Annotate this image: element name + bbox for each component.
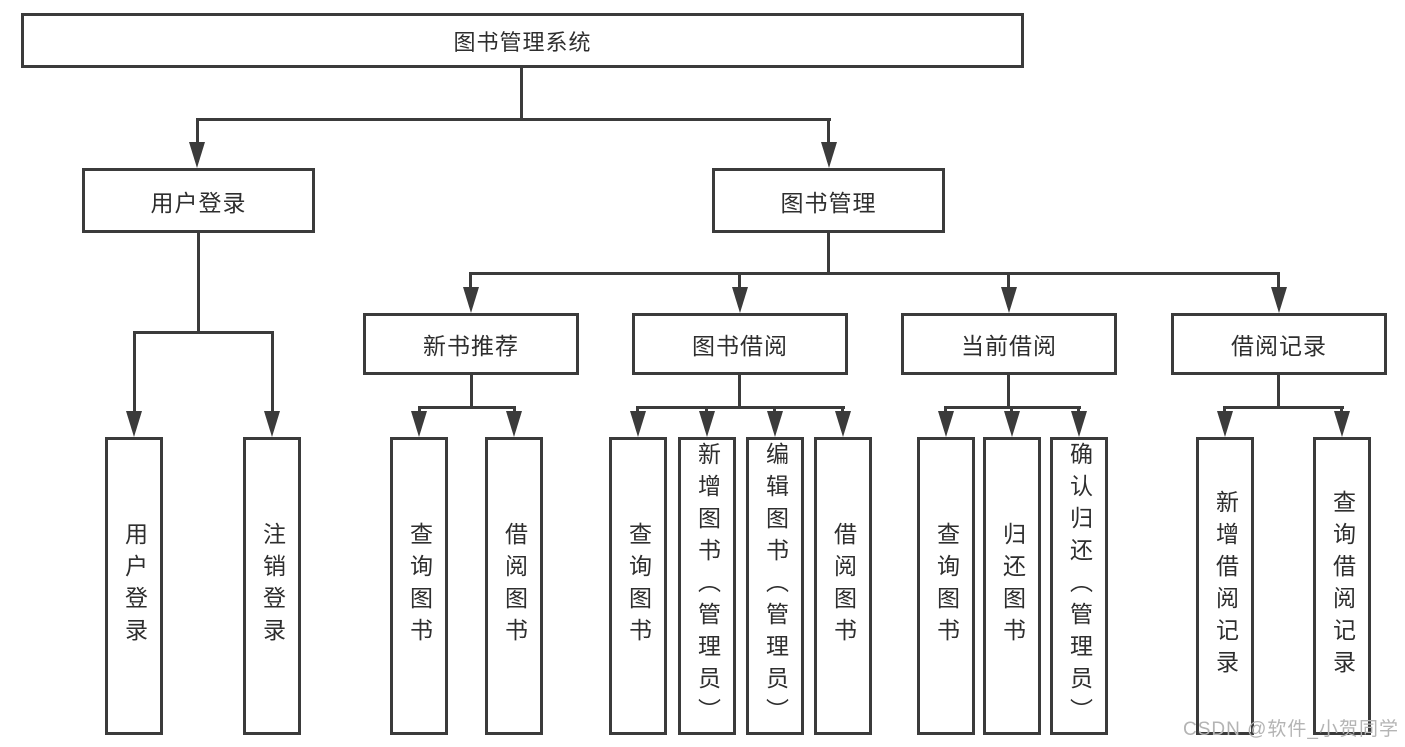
connector-book-management-stem [827,233,830,274]
connector-borrowing-records-stem2 [1277,375,1280,408]
arrowhead-query-borrow-record [1334,411,1350,437]
connector-user-login-split [133,331,274,334]
leaf-query-books-3: 查询图书 [917,437,975,735]
arrowhead-book-borrowing [732,287,748,313]
connector-root-split [196,118,831,121]
connector-stem-leaf-user-login [133,331,136,431]
leaf-confirm-return-admin-label: 确认归还（管理员） [1066,442,1093,730]
connector-new-book-stem [470,375,473,408]
arrowhead-new-book [463,287,479,313]
connector-stem-user-login [196,118,199,162]
arrowhead-add-borrow-record [1217,411,1233,437]
leaf-add-book-admin-label: 新增图书（管理员） [694,442,721,730]
leaf-query-books-2: 查询图书 [609,437,667,735]
leaf-user-login: 用户登录 [105,437,163,735]
arrowhead-user-login [189,142,205,168]
leaf-logout-label: 注销登录 [259,522,286,650]
arrowhead-edit-book [767,411,783,437]
arrowhead-borrowing-records [1271,287,1287,313]
arrowhead-current-borrowing [1001,287,1017,313]
leaf-borrow-books-2-label: 借阅图书 [830,522,857,650]
arrowhead-borrow-books-1 [506,411,522,437]
leaf-edit-book-admin: 编辑图书（管理员） [746,437,804,735]
connector-root-stem [520,68,523,119]
connector-book-management-split [470,272,1280,275]
arrowhead-return-books [1004,411,1020,437]
leaf-query-books-1-label: 查询图书 [406,522,433,650]
node-user-login: 用户登录 [82,168,315,233]
leaf-add-borrow-record-label: 新增借阅记录 [1212,490,1239,682]
node-root: 图书管理系统 [21,13,1024,68]
connector-new-book-split [418,406,516,409]
leaf-return-books: 归还图书 [983,437,1041,735]
arrowhead-borrow-books-2 [835,411,851,437]
arrowhead-leaf-user-login [126,411,142,437]
arrowhead-query-books-3 [938,411,954,437]
arrowhead-leaf-logout [264,411,280,437]
arrowhead-confirm-return [1071,411,1087,437]
leaf-add-borrow-record: 新增借阅记录 [1196,437,1254,735]
leaf-return-books-label: 归还图书 [999,522,1026,650]
node-new-book-recommendation: 新书推荐 [363,313,579,375]
arrowhead-book-management [821,142,837,168]
csdn-watermark: CSDN @软件_小贺同学 [1183,719,1399,740]
connector-book-borrowing-split [637,406,845,409]
leaf-borrow-books-1-label: 借阅图书 [501,522,528,650]
leaf-borrow-books-2: 借阅图书 [814,437,872,735]
leaf-confirm-return-admin: 确认归还（管理员） [1050,437,1108,735]
node-book-management: 图书管理 [712,168,945,233]
connector-borrowing-records-split [1223,406,1344,409]
arrowhead-add-book [699,411,715,437]
node-borrowing-records: 借阅记录 [1171,313,1387,375]
leaf-add-book-admin: 新增图书（管理员） [678,437,736,735]
leaf-query-books-2-label: 查询图书 [625,522,652,650]
arrowhead-query-books-2 [630,411,646,437]
node-current-borrowing: 当前借阅 [901,313,1117,375]
connector-stem-leaf-logout [271,331,274,431]
arrowhead-query-books-1 [411,411,427,437]
connector-book-borrowing-stem2 [738,375,741,408]
leaf-logout: 注销登录 [243,437,301,735]
leaf-query-books-1: 查询图书 [390,437,448,735]
leaf-edit-book-admin-label: 编辑图书（管理员） [762,442,789,730]
leaf-query-borrow-record-label: 查询借阅记录 [1329,490,1356,682]
connector-user-login-stem [197,233,200,333]
connector-current-borrowing-stem2 [1007,375,1010,408]
leaf-query-books-3-label: 查询图书 [933,522,960,650]
leaf-borrow-books-1: 借阅图书 [485,437,543,735]
connector-stem-book-management [827,118,830,162]
leaf-query-borrow-record: 查询借阅记录 [1313,437,1371,735]
node-book-borrowing: 图书借阅 [632,313,848,375]
leaf-user-login-label: 用户登录 [121,522,148,650]
